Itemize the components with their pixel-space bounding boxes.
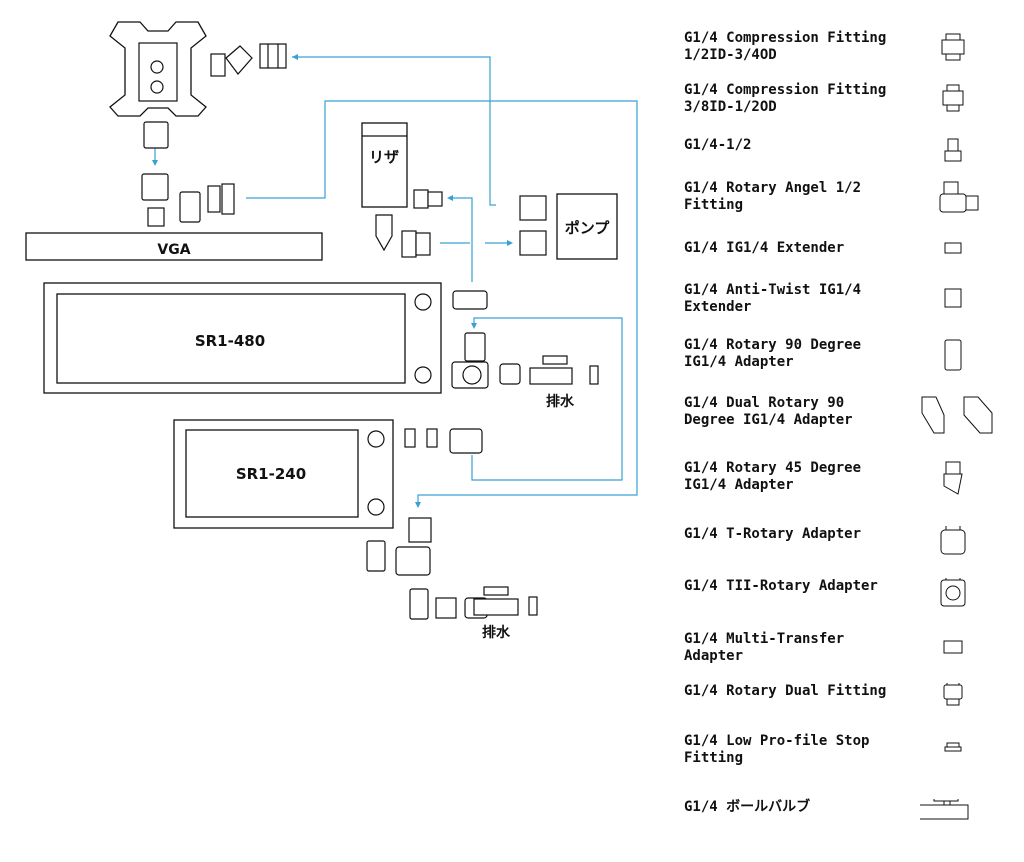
- tii-rotary-adapter-icon: [940, 578, 966, 607]
- compression-fitting-large-icon: [941, 33, 965, 61]
- dual-rotary-90-adapter-icon: [921, 396, 993, 434]
- legend-label: G1/4 Compression Fitting 3/8ID-1/2OD: [684, 82, 887, 115]
- legend-label: G1/4 Anti-Twist IG1/4 Extender: [684, 282, 862, 315]
- legend-label: G1/4 Dual Rotary 90 Degree IG1/4 Adapter: [684, 395, 853, 428]
- extender-icon: [944, 242, 962, 254]
- pipe-vga-to-radiator: [246, 100, 638, 505]
- vga-card: VGA: [25, 173, 323, 261]
- rotary-dual-fitting-icon: [943, 683, 963, 706]
- radiator-240: SR1-240 排水: [173, 419, 538, 641]
- rotary-90-adapter-icon: [944, 339, 962, 371]
- t-rotary-adapter-icon: [940, 526, 966, 555]
- low-profile-stop-fitting-icon: [944, 742, 962, 752]
- cpu-outlet-fitting: [143, 121, 169, 149]
- pipe-radiator-to-reservoir: [450, 197, 473, 282]
- drain-label-1: 排水: [546, 393, 575, 410]
- legend-label: G1/4 Rotary 90 Degree IG1/4 Adapter: [684, 337, 862, 370]
- ball-valve-icon: [920, 799, 969, 820]
- drain-label-2: 排水: [482, 624, 511, 641]
- legend-label: G1/4 Rotary Angel 1/2 Fitting: [684, 180, 862, 213]
- legend-label: G1/4 Rotary 45 Degree IG1/4 Adapter: [684, 460, 862, 493]
- radiator-480: SR1-480 排水: [43, 282, 599, 410]
- legend-label: G1/4 Rotary Dual Fitting: [684, 683, 887, 699]
- pipe-cpu-return: [292, 56, 496, 206]
- rad480-label: SR1-480: [195, 332, 265, 350]
- legend-label: G1/4 Low Pro-file Stop Fitting: [684, 733, 870, 766]
- pump-label: ポンプ: [565, 219, 611, 237]
- pump: ポンプ: [519, 193, 618, 260]
- reservoir-label: リザ: [369, 148, 399, 166]
- legend-label: G1/4 Compression Fitting 1/2ID-3/4OD: [684, 30, 887, 63]
- legend-label: G1/4 Multi-Transfer Adapter: [684, 631, 845, 664]
- legend-label: G1/4 T-Rotary Adapter: [684, 526, 862, 542]
- legend-label: G1/4-1/2: [684, 137, 752, 153]
- vga-label: VGA: [157, 242, 190, 258]
- coolant-pipes: [152, 54, 638, 508]
- pipe-rad480-to-rad240: [471, 317, 623, 481]
- legend-label: G1/4 TII-Rotary Adapter: [684, 578, 878, 594]
- cpu-block: [109, 21, 287, 149]
- barb-fitting-icon: [944, 138, 962, 162]
- multi-transfer-adapter-icon: [943, 640, 963, 654]
- anti-twist-extender-icon: [944, 288, 962, 308]
- compression-fitting-small-icon: [942, 84, 964, 112]
- loop-diagram: VGA リザ ポンプ SR1-480: [25, 21, 638, 641]
- legend-label: G1/4 ボールバルブ: [684, 799, 811, 815]
- cpu-inlet-fitting: [210, 53, 226, 77]
- rotary-angle-fitting-icon: [939, 181, 979, 213]
- legend-label: G1/4 IG1/4 Extender: [684, 240, 845, 256]
- rotary-45-adapter-icon: [943, 461, 963, 495]
- rad240-label: SR1-240: [236, 465, 306, 483]
- reservoir: リザ: [361, 122, 443, 258]
